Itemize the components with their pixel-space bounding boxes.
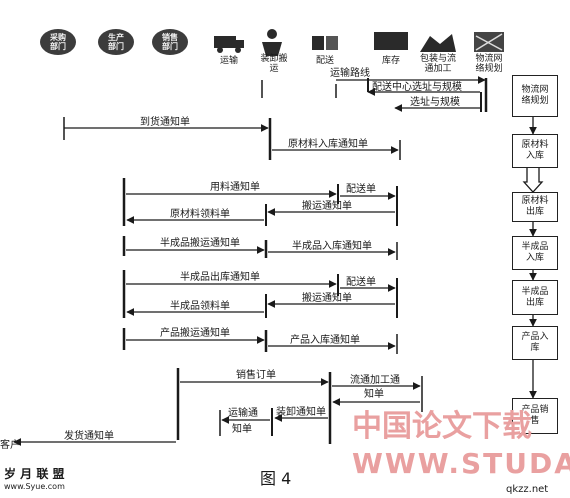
watermark-red-cn: 中国论文下载 <box>352 409 532 444</box>
label-transport-notice-2: 知单 <box>232 424 252 435</box>
label-semi-inbound: 半成品入库通知单 <box>292 241 372 252</box>
label-handling-notice-1: 搬运通知单 <box>302 201 352 212</box>
process-product-inbound: 产品入 库 <box>512 326 558 360</box>
icon-label-packaging: 包装与流 通加工 <box>419 54 456 74</box>
process-raw-outbound: 原材料 出库 <box>512 192 558 222</box>
label-product-handling: 产品搬运通知单 <box>160 328 230 339</box>
icon-label-inventory: 库存 <box>381 56 400 66</box>
dept-sales-label: 销售 部门 <box>162 32 178 51</box>
label-transport-route: 运输路线 <box>330 68 370 79</box>
watermark-bottom-right: qkzz.net <box>506 484 549 495</box>
dept-procurement: 采购 部门 <box>40 29 76 55</box>
figure-caption: 图 4 <box>260 469 292 488</box>
label-dc-location: 配送中心选址与规模 <box>372 82 462 93</box>
label-loading-notice: 装卸通知单 <box>276 407 326 418</box>
label-raw-inbound: 原材料入库通知单 <box>288 139 368 150</box>
watermark-bottom-left-cn: 岁 月 联 盟 <box>4 467 65 481</box>
truck-icon <box>214 36 244 53</box>
dept-procurement-label: 采购 部门 <box>50 32 66 51</box>
label-product-inbound: 产品入库通知单 <box>290 335 360 346</box>
process-semi-outbound: 半成品 出库 <box>512 280 558 315</box>
label-shipping-notice: 发货通知单 <box>64 431 114 442</box>
packaging-icon <box>420 34 456 52</box>
label-customer: 客户 <box>0 440 20 451</box>
label-semi-outbound: 半成品出库通知单 <box>180 272 260 283</box>
delivery-icon <box>312 36 338 50</box>
icon-label-transport: 运输 <box>219 56 238 66</box>
dept-production-label: 生产 部门 <box>108 32 124 51</box>
dept-production: 生产 部门 <box>98 29 134 55</box>
label-processing-1: 流通加工通 <box>350 375 400 386</box>
label-location-scale: 选址与规模 <box>410 97 460 108</box>
process-semi-inbound: 半成品 入库 <box>512 236 558 270</box>
icon-label-handling: 装卸搬 运 <box>260 54 288 74</box>
label-semi-handling: 半成品搬运通知单 <box>160 238 240 249</box>
label-transport-notice-1: 运输通 <box>228 408 258 419</box>
watermark-red-url: WWW.STUDA. <box>352 447 570 480</box>
process-product-sales: 产品销 售 <box>512 398 558 434</box>
label-delivery-note-2: 配送单 <box>346 277 376 288</box>
network-icon <box>474 32 504 52</box>
warehouse-icon <box>374 32 408 50</box>
process-raw-inbound: 原材料 入库 <box>512 134 558 168</box>
icon-label-network: 物流网 络规划 <box>475 54 503 74</box>
dept-sales: 销售 部门 <box>152 29 188 55</box>
process-network-planning: 物流网 络规划 <box>512 75 558 117</box>
label-handling-notice-2: 搬运通知单 <box>302 293 352 304</box>
label-semi-picking: 半成品领料单 <box>170 301 230 312</box>
label-arrival-notice: 到货通知单 <box>140 117 190 128</box>
label-delivery-note-1: 配送单 <box>346 184 376 195</box>
watermark-bottom-left-url: www.Syue.com <box>4 482 65 491</box>
label-processing-2: 知单 <box>364 389 384 400</box>
icon-label-delivery: 配送 <box>315 56 334 66</box>
label-material-requisition: 用料通知单 <box>210 182 260 193</box>
label-raw-picking: 原材料领料单 <box>170 209 230 220</box>
label-sales-order: 销售订单 <box>236 370 276 381</box>
forklift-icon <box>262 29 282 56</box>
